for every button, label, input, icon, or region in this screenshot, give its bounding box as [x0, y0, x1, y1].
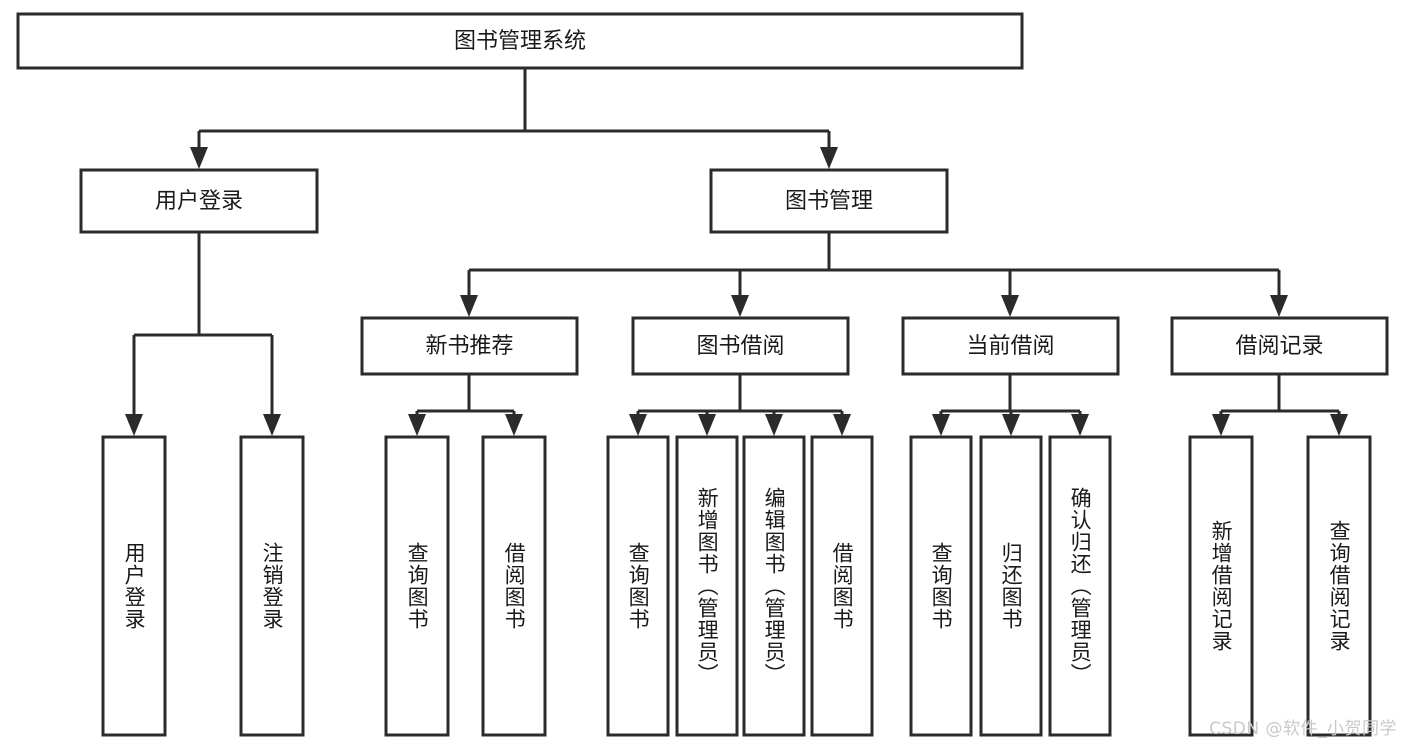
leaf-node-box[interactable]: [481, 435, 547, 737]
level3-node-box[interactable]: [631, 316, 850, 376]
level2-node-box[interactable]: [79, 168, 319, 234]
level2-node-label: 图书管理: [785, 189, 873, 214]
level3-node-box[interactable]: [901, 316, 1120, 376]
leaf-node-box[interactable]: [810, 435, 874, 737]
leaf-node-box[interactable]: [742, 435, 806, 737]
level3-node-label: 当前借阅: [966, 334, 1054, 359]
watermark-text: CSDN @软件_小贺同学: [1209, 719, 1397, 739]
level3-node-label: 图书借阅: [696, 334, 784, 359]
leaf-node-box[interactable]: [239, 435, 305, 737]
level3-node-label: 新书推荐: [425, 334, 513, 359]
leaf-node-box[interactable]: [1048, 435, 1112, 737]
level3-node-box[interactable]: [1170, 316, 1389, 376]
leaf-node-box[interactable]: [1306, 435, 1372, 737]
leaf-node-box[interactable]: [1188, 435, 1254, 737]
level2-node-box[interactable]: [709, 168, 949, 234]
root-node-box[interactable]: [16, 12, 1024, 70]
leaf-node-box[interactable]: [606, 435, 670, 737]
boxes-layer: [16, 12, 1389, 737]
leaf-node-box[interactable]: [979, 435, 1043, 737]
leaf-node-box[interactable]: [909, 435, 973, 737]
level3-node-box[interactable]: [360, 316, 579, 376]
root-node-label: 图书管理系统: [454, 29, 586, 54]
level2-node-label: 用户登录: [155, 189, 243, 214]
leaf-node-box[interactable]: [101, 435, 167, 737]
leaf-node-box[interactable]: [675, 435, 739, 737]
connectors-layer: [125, 68, 1348, 436]
leaf-node-box[interactable]: [384, 435, 450, 737]
level3-node-label: 借阅记录: [1235, 334, 1323, 359]
